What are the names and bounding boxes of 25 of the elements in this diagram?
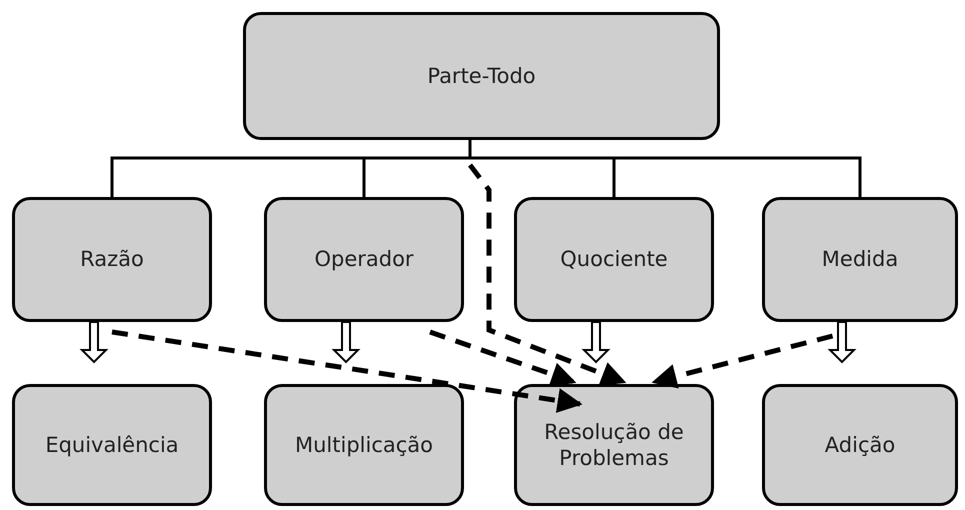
concept-box	[514, 384, 714, 506]
concept-box	[12, 384, 212, 506]
hollow-arrow	[332, 321, 360, 364]
hollow-arrow	[80, 321, 108, 364]
concept-label: Parte-Todo	[427, 62, 536, 90]
concept-label: Multiplicação	[294, 432, 433, 458]
concept-box	[762, 197, 958, 322]
concept-box	[264, 197, 464, 322]
concept-label: Adição	[824, 432, 896, 458]
hollow-arrow	[828, 321, 856, 364]
concept-box	[12, 197, 212, 322]
dashed-arrow	[429, 330, 576, 386]
concept-box	[514, 197, 714, 322]
dashed-arrow	[468, 163, 626, 386]
concept-box	[243, 12, 720, 140]
concept-box	[762, 384, 958, 506]
tree-connector	[468, 140, 862, 197]
concept-label: Equivalência	[45, 432, 179, 458]
concept-label: Quociente	[560, 246, 668, 273]
hollow-arrow	[582, 321, 610, 364]
concept-label: Operador	[314, 246, 414, 273]
concept-label: Razão	[80, 246, 144, 273]
concept-box	[264, 384, 464, 506]
concept-label: Medida	[822, 246, 898, 273]
concept-label: Resolução de Problemas	[543, 418, 685, 472]
